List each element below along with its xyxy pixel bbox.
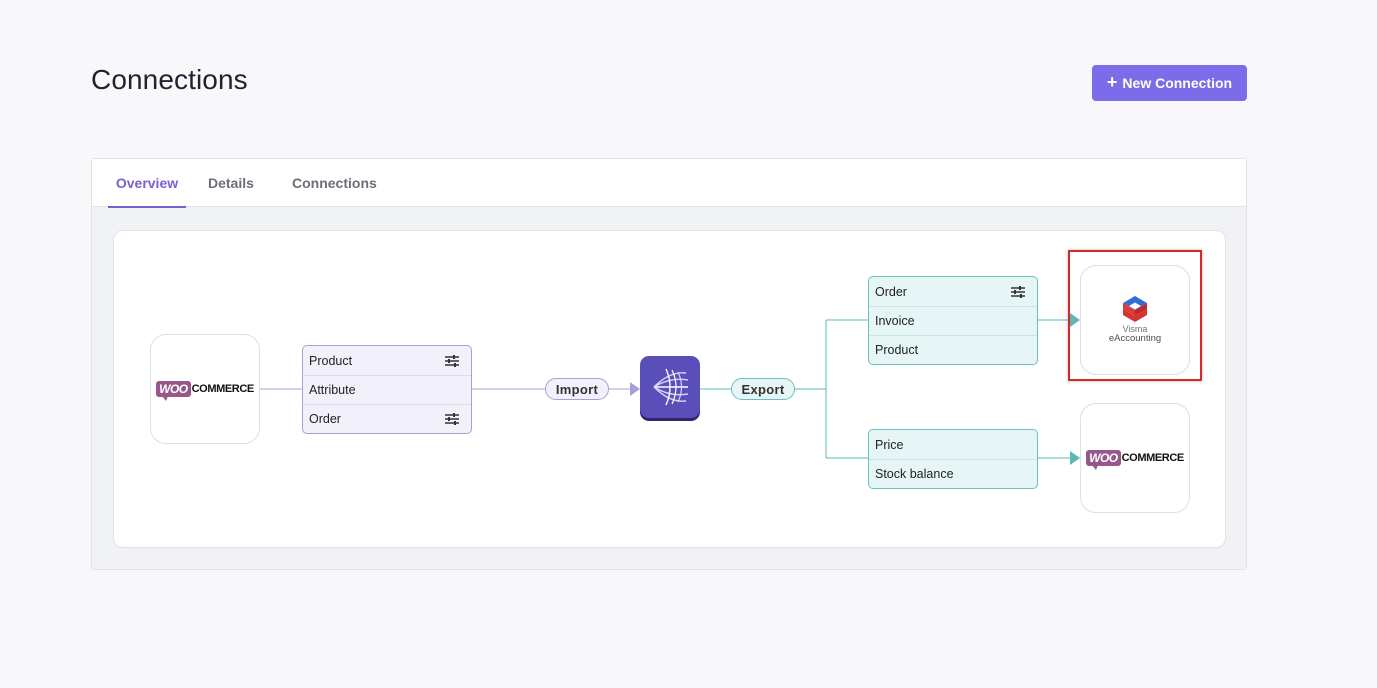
export-item-label: Invoice	[875, 314, 915, 328]
export-item-label: Stock balance	[875, 467, 954, 481]
tab-details[interactable]: Details	[208, 175, 254, 191]
target-woocommerce-node[interactable]: WOO COMMERCE	[1080, 403, 1190, 513]
export-item-stock-balance[interactable]: Stock balance	[869, 459, 1037, 488]
settings-sliders-icon[interactable]	[1011, 285, 1025, 298]
woocommerce-logo: WOO COMMERCE	[156, 381, 255, 401]
visma-logo-icon	[1122, 296, 1147, 323]
tab-connections[interactable]: Connections	[292, 175, 377, 191]
flow-canvas: WOO COMMERCE Product Attribute Order	[113, 230, 1226, 548]
new-connection-label: New Connection	[1122, 75, 1233, 91]
woocommerce-logo-text: COMMERCE	[191, 383, 255, 395]
export-pill[interactable]: Export	[731, 378, 795, 400]
export-entity-group-2: Price Stock balance	[868, 429, 1038, 489]
visma-logo: Visma eAccounting	[1109, 295, 1161, 344]
new-connection-button[interactable]: + New Connection	[1092, 65, 1247, 101]
settings-sliders-icon[interactable]	[445, 413, 459, 425]
connection-card: Overview Details Connections WOO COM	[91, 158, 1247, 570]
import-item-label: Attribute	[309, 383, 356, 397]
import-item-order[interactable]: Order	[303, 404, 471, 433]
woocommerce-logo-text: COMMERCE	[1121, 452, 1185, 464]
tab-bar: Overview Details Connections	[92, 159, 1246, 208]
woocommerce-logo-badge: WOO	[1086, 450, 1121, 470]
export-item-price[interactable]: Price	[869, 430, 1037, 459]
woocommerce-logo-badge: WOO	[156, 381, 191, 401]
settings-sliders-icon[interactable]	[445, 354, 459, 367]
visma-brand-text: Visma	[1122, 324, 1148, 335]
export-entity-group-1: Order Invoice Product	[868, 276, 1038, 365]
import-item-label: Product	[309, 353, 353, 368]
import-item-product[interactable]: Product	[303, 346, 471, 375]
hub-logo-icon	[653, 368, 689, 406]
connector-lines	[259, 313, 1080, 465]
target-visma-node[interactable]: Visma eAccounting	[1080, 265, 1190, 375]
import-item-label: Order	[309, 412, 341, 426]
plus-icon: +	[1106, 72, 1118, 92]
visma-product-text: eAccounting	[1108, 333, 1162, 345]
source-woocommerce-node[interactable]: WOO COMMERCE	[150, 334, 260, 444]
import-arrow	[630, 382, 640, 396]
import-entity-group: Product Attribute Order	[302, 345, 472, 434]
import-item-attribute[interactable]: Attribute	[303, 375, 471, 404]
export-item-label: Product	[875, 343, 919, 357]
integration-hub-node[interactable]	[640, 356, 700, 418]
export-item-product[interactable]: Product	[869, 335, 1037, 364]
export-item-order[interactable]: Order	[869, 277, 1037, 306]
export-arrow-2	[1070, 451, 1080, 465]
export-item-label: Order	[875, 284, 907, 299]
woocommerce-logo: WOO COMMERCE	[1086, 450, 1185, 470]
export-item-label: Price	[875, 437, 904, 452]
page-title: Connections	[91, 64, 248, 95]
tab-overview[interactable]: Overview	[108, 159, 186, 208]
export-item-invoice[interactable]: Invoice	[869, 306, 1037, 335]
import-pill[interactable]: Import	[545, 378, 609, 400]
export-arrow-1	[1070, 313, 1080, 327]
